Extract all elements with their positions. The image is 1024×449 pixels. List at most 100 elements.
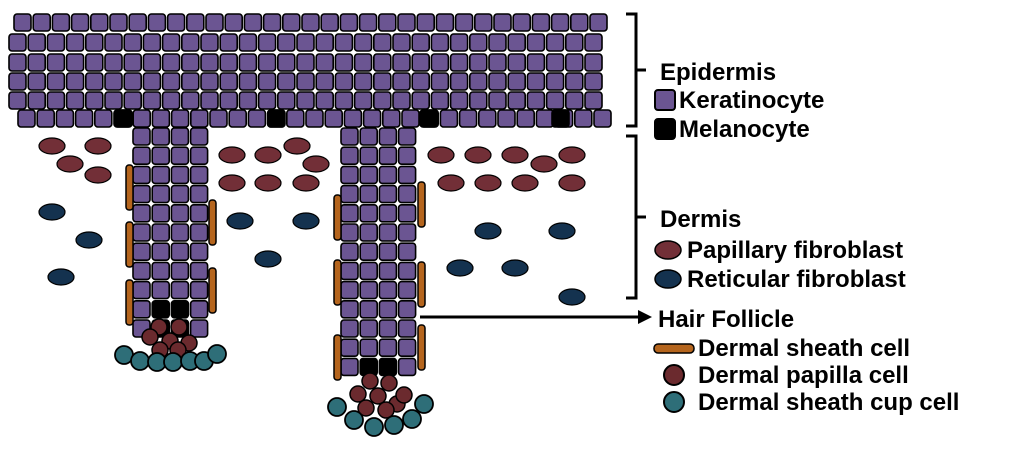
keratinocyte-cell [170,261,190,281]
papillary-fibroblast [254,146,282,164]
keratinocyte-cell [397,184,417,204]
melanocyte-cell [551,109,570,128]
keratinocyte-cell [449,33,469,52]
keratinocyte-cell [468,91,488,110]
keratinocyte-cell [343,109,363,128]
dermal-sheath-cup-cell-icon [663,391,685,413]
keratinocyte-cell [90,13,109,32]
dermal-sheath-cell-icon [653,343,695,354]
keratinocyte-cell [51,13,71,32]
keratinocyte-cell [104,33,123,52]
keratinocyte-cell [276,72,296,91]
keratinocyte-cell [276,33,296,52]
melanocyte-cell [114,109,133,128]
keratinocyte-cell [205,13,224,32]
keratinocyte-cell [200,33,219,52]
keratinocyte-cell [238,53,258,72]
keratinocyte-cell [359,299,379,319]
papillary-fibroblast [84,166,112,184]
dermal-sheath-cell [125,164,134,211]
keratinocyte-cell [94,109,113,128]
dermal-sheath-cell [417,324,426,371]
keratinocyte-cell [397,261,417,281]
reticular-fibroblast [558,288,586,306]
papillary-fibroblast [474,174,502,192]
keratinocyte-cell [473,13,493,32]
epidermis-heading: Epidermis [660,59,776,86]
keratinocyte-cell [584,72,603,91]
keratinocyte-cell [46,91,66,110]
keratinocyte-cell [46,33,66,52]
keratinocyte-cell [573,109,593,128]
dermal-papilla-cell [141,328,159,346]
keratinocyte-cell [535,109,555,128]
keratinocyte-cell [238,91,258,110]
keratinocyte-cell [151,261,170,281]
dermal-sheath-cup-cell [163,352,183,372]
dermal-sheath-cup-cell [207,344,227,364]
keratinocyte-cell [315,33,335,52]
keratinocyte-cell [378,299,398,319]
reticular-fibroblast [75,231,103,249]
keratinocyte-cell [493,13,512,32]
keratinocyte-cell [372,72,392,91]
keratinocyte-cell [170,184,190,204]
papillary-fibroblast [254,174,282,192]
reticular-fibroblast [38,203,66,221]
keratinocyte-cell [109,13,128,32]
keratinocyte-cell [458,109,478,128]
dermal-papilla-cell [349,385,367,403]
dermal-sheath-cell [333,194,342,241]
papillary-fibroblast [558,146,586,164]
keratinocyte-cell [378,127,398,146]
keratinocyte-cell [247,109,267,128]
keratinocyte-cell [340,223,359,242]
dermal-sheath-cell [333,334,342,381]
keratinocyte-cell [340,280,359,300]
keratinocyte-cell [488,91,507,110]
keratinocyte-cell [189,223,209,242]
keratinocyte-cell [468,72,488,91]
keratinocyte-cell [397,280,417,300]
keratinocyte-cell [238,72,258,91]
dermal-sheath-cup-cell [364,417,384,437]
keratinocyte-cell [65,33,85,52]
keratinocyte-cell [397,357,417,377]
keratinocyte-cell [123,33,142,52]
keratinocyte-cell [468,33,488,52]
keratinocyte-cell [340,146,359,165]
keratinocyte-cell [276,53,296,72]
keratinocyte-cell [200,91,219,110]
dermal-sheath-cup-cell [130,351,150,371]
keratinocyte-cell [378,338,398,358]
keratinocyte-cell [401,109,420,128]
keratinocyte-cell [397,338,417,358]
keratinocyte-cell [65,72,85,91]
keratinocyte-cell [416,13,436,32]
keratinocyte-cell [526,33,546,52]
keratinocyte-cell [569,13,589,32]
keratinocyte-cell [340,165,359,185]
keratinocyte-cell [224,13,243,32]
keratinocyte-cell [161,91,181,110]
epidermis-bracket [626,12,646,128]
keratinocyte-cell [151,223,170,242]
keratinocyte-cell [359,261,379,281]
keratinocyte-cell [497,109,516,128]
keratinocyte-cell [104,53,123,72]
dermal-papilla-cell-label: Dermal papilla cell [698,362,909,389]
keratinocyte-cell [257,72,277,91]
keratinocyte-cell [545,72,565,91]
keratinocyte-cell [151,184,170,204]
keratinocyte-cell [170,146,190,165]
keratinocyte-cell [340,184,359,204]
keratinocyte-cell [477,109,497,128]
keratinocyte-cell [85,91,104,110]
keratinocyte-cell [151,204,170,223]
reticular-fibroblast-icon [654,269,682,289]
keratinocyte-cell [228,109,247,128]
keratinocyte-cell [564,91,584,110]
keratinocyte-cell [262,13,282,32]
keratinocyte-cell [161,53,181,72]
keratinocyte-cell [359,184,379,204]
